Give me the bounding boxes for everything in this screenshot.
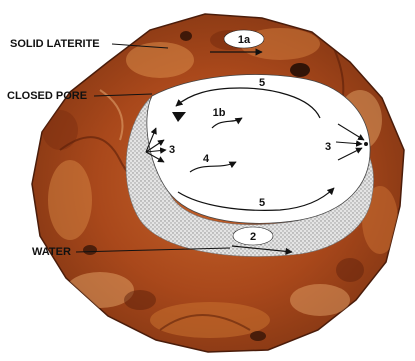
label-solid-laterite: SOLID LATERITE	[10, 38, 100, 50]
marker-5-bottom: 5	[259, 197, 265, 209]
label-water: WATER	[32, 246, 71, 258]
marker-2: 2	[250, 231, 256, 243]
marker-4: 4	[203, 153, 210, 165]
marker-3-left: 3	[169, 144, 175, 156]
marker-1a: 1a	[238, 34, 251, 46]
marker-3-right: 3	[325, 141, 331, 153]
marker-1b: 1b	[213, 107, 226, 119]
label-closed-pore: CLOSED PORE	[7, 90, 87, 102]
marker-5-top: 5	[259, 77, 265, 89]
